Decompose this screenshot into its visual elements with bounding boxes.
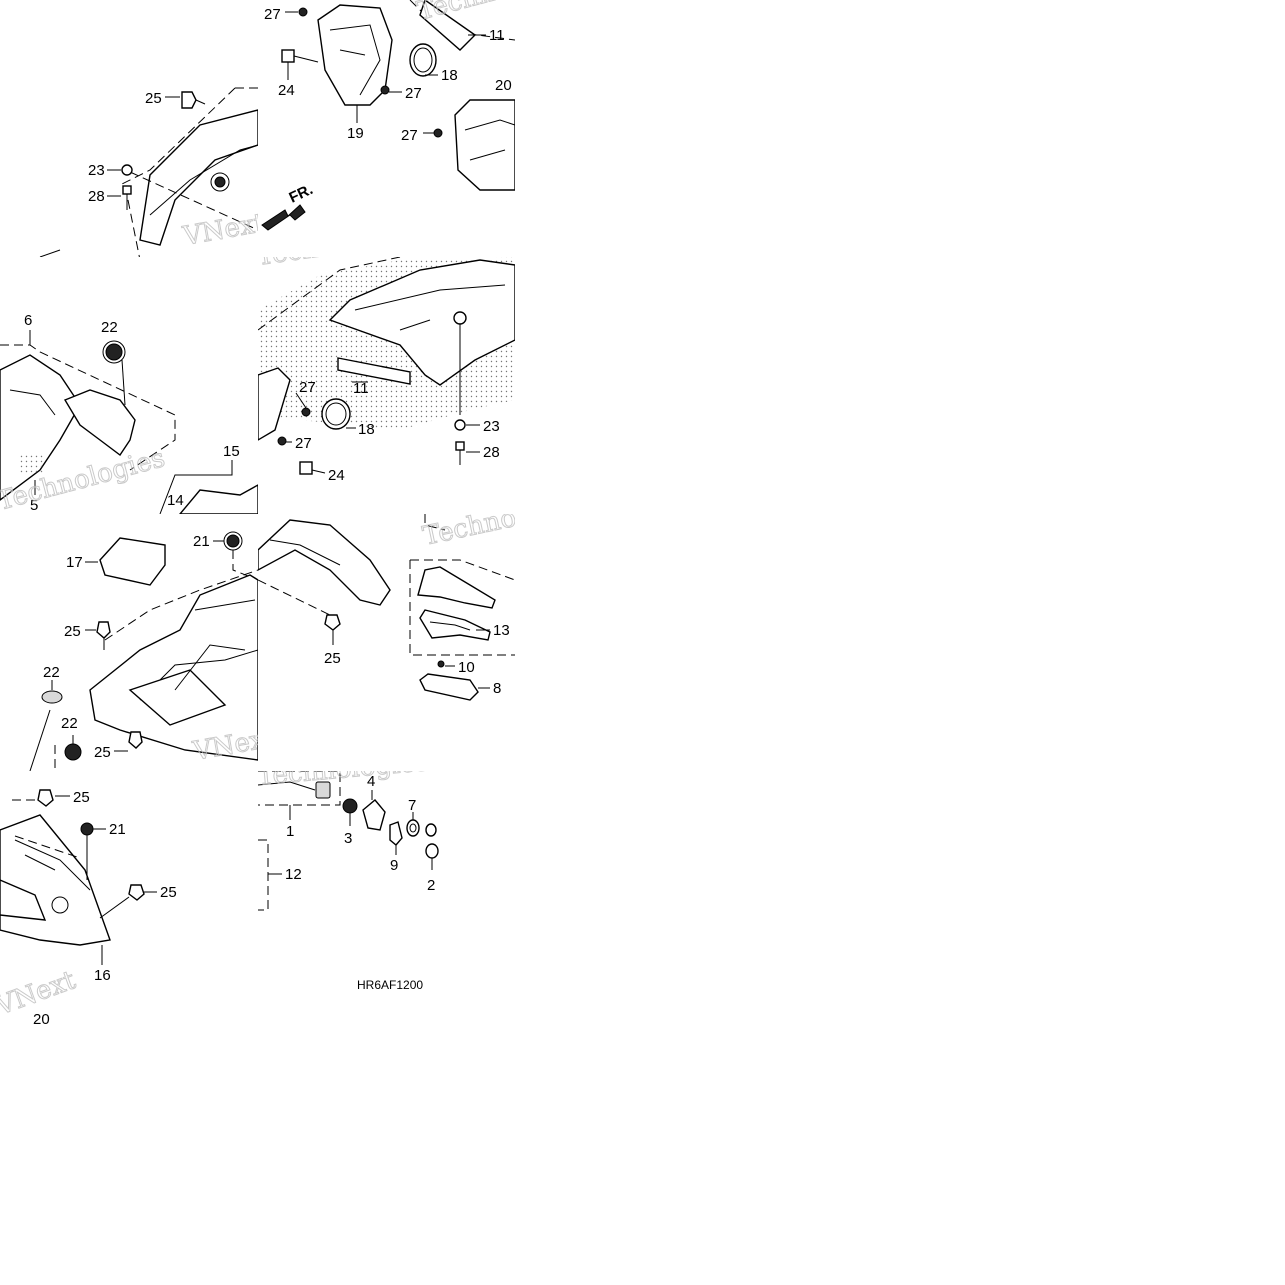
callout-10: 10 [458,659,475,676]
tile-rear-fender-bottom-left: 25 21 25 16 20 VNext [0,789,177,1028]
callout-6: 6 [24,312,32,329]
tile-harness-right: 1 3 4 9 7 2 12 HR6AF1200 Technologies [256,747,439,992]
tile-fender-panel-left: 6 22 15 14 5 Technologies [0,312,258,514]
callout-27e: 27 [295,435,312,452]
watermark-vnext: VNext [180,208,268,252]
callout-21b: 21 [109,821,126,838]
callout-16: 16 [94,967,111,984]
callout-4: 4 [367,773,375,790]
callout-27c: 27 [401,127,418,144]
drawing-code: HR6AF1200 [357,978,423,992]
callout-27d: 27 [299,379,316,396]
tile-rear-body-left: 17 21 25 22 22 25 VNext [29,531,258,771]
callout-28: 28 [88,188,105,205]
callout-14: 14 [167,492,184,509]
callout-18: 18 [441,67,458,84]
callout-24b: 24 [328,467,345,484]
callout-13: 13 [493,622,510,639]
callout-25: 25 [145,90,162,107]
callout-24: 24 [278,82,295,99]
callout-20: 20 [495,77,512,94]
callout-18b: 18 [358,421,375,438]
callout-19: 19 [347,125,364,142]
callout-23b: 23 [483,418,500,435]
callout-21: 21 [193,533,210,550]
direction-arrow-label: FR. [287,181,316,207]
tile-rear-fender-top-right: 27 24 19 18 27 11 20 27 FR. Technologies [261,0,515,231]
callout-22c: 22 [61,715,78,732]
callout-27b: 27 [405,85,422,102]
callout-3: 3 [344,830,352,847]
callout-11b: 11 [353,380,369,397]
callout-11: 11 [489,27,505,44]
callout-25g: 25 [160,884,177,901]
callout-17: 17 [66,554,83,571]
callout-22b: 22 [43,664,60,681]
watermark-technologies-5: Technologies [256,747,430,792]
callout-23: 23 [88,162,105,179]
tile-fender-panel-right: 11 23 28 18 27 27 24 Technologies [258,257,515,484]
callout-22: 22 [101,319,118,336]
callout-27: 27 [264,6,281,23]
callout-25c: 25 [64,623,81,640]
watermark-technologies-4: Technologies [420,487,595,552]
callout-7: 7 [408,797,416,814]
callout-1: 1 [286,823,294,840]
callout-15: 15 [223,443,240,460]
callout-5: 5 [30,497,38,514]
tile-side-panels-right: 25 13 10 8 Technologies [258,487,595,701]
callout-8: 8 [493,680,501,697]
callout-20b: 20 [33,1011,50,1028]
callout-25f: 25 [73,789,90,806]
callout-12: 12 [285,866,302,883]
tile-rear-fender-top-left: 25 23 28 VNext [39,87,268,257]
callout-9: 9 [390,857,398,874]
callout-25d: 25 [94,744,111,761]
callout-25e: 25 [324,650,341,667]
callout-2: 2 [427,877,435,894]
callout-28b: 28 [483,444,500,461]
